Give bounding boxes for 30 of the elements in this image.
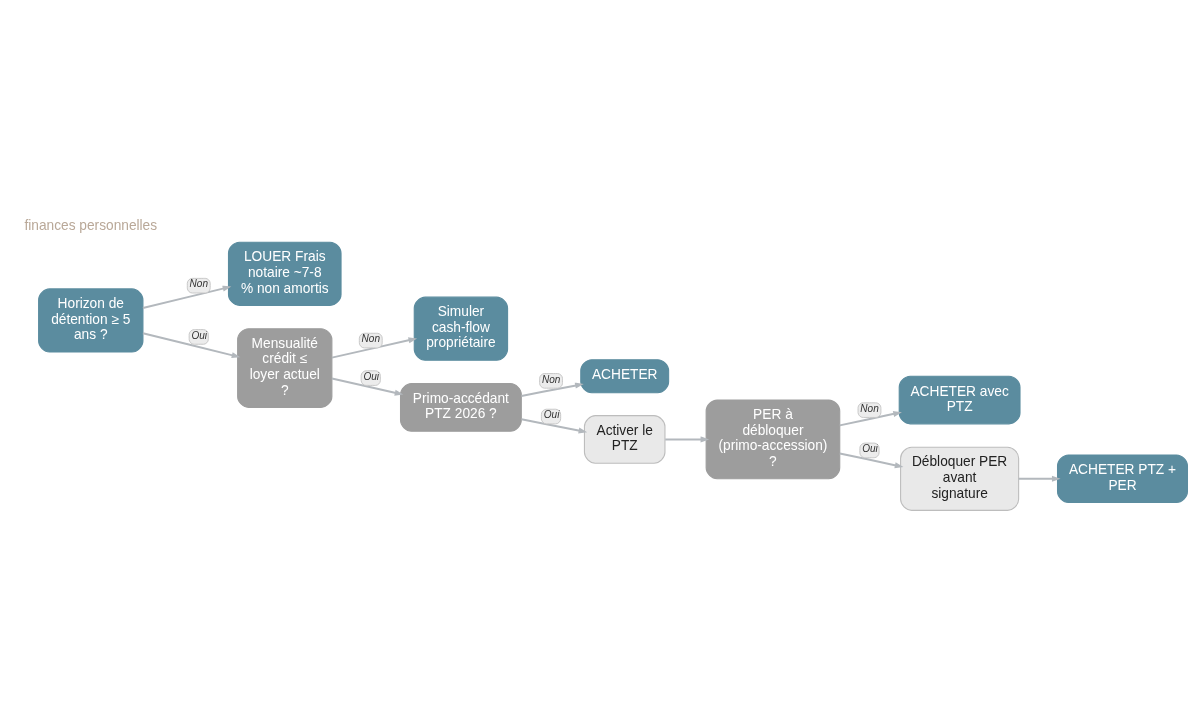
arrow <box>521 382 584 397</box>
node-box: Primo-accédant PTZ 2026 ? <box>399 383 522 432</box>
arrow <box>839 411 902 427</box>
node-box: Débloquer PER avant signature <box>900 446 1020 511</box>
arrow <box>142 285 232 309</box>
node-box: ACHETER PTZ + PER <box>1057 454 1188 504</box>
node-box: Horizon de détention ≥ 5 ans ? <box>38 288 144 353</box>
arrow <box>839 452 904 469</box>
node-box: ACHETER avec PTZ <box>898 375 1021 425</box>
arrow <box>331 377 404 396</box>
arrow <box>665 436 710 443</box>
edge-label: Non <box>860 402 879 414</box>
arrow <box>1018 475 1061 482</box>
edge-label: Oui <box>363 370 380 382</box>
arrow <box>331 337 418 359</box>
node-box: LOUER Frais notaire ~7-8 % non amortis <box>227 241 342 306</box>
edge-label: Oui <box>191 329 208 341</box>
node-box: PER à débloquer (primo-accession) ? <box>705 399 841 480</box>
edge-label: Oui <box>862 443 878 455</box>
arrow <box>142 332 241 359</box>
edge-label: Oui <box>543 409 560 421</box>
node-box: Simuler cash-flow propriétaire <box>413 296 509 361</box>
node-box: Mensualité crédit ≤ loyer actuel ? <box>237 328 333 408</box>
label: finances personnelles <box>24 218 158 234</box>
edge-label: Non <box>189 278 209 290</box>
node-box: ACHETER <box>580 359 670 394</box>
edge-label: Non <box>541 373 561 385</box>
node-box: Activer le PTZ <box>583 415 666 464</box>
edge-label: Non <box>361 333 381 345</box>
arrow <box>521 418 588 434</box>
